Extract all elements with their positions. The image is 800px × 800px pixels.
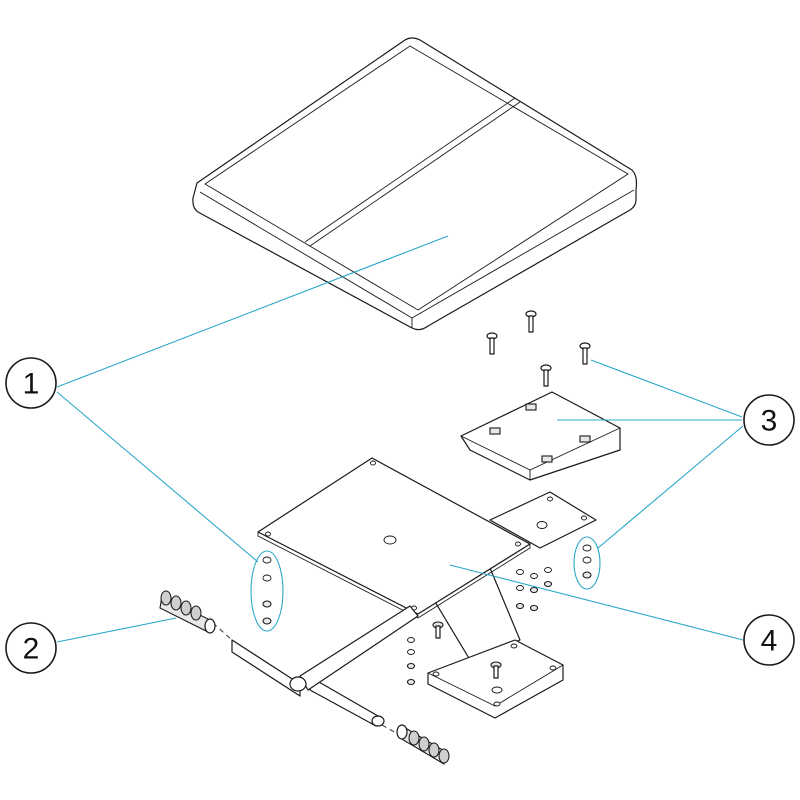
hardware-group-right-highlight: [573, 536, 601, 590]
foam-roller-left: [159, 590, 216, 634]
callout-2: 2: [5, 622, 57, 674]
leader-3-bolts: [590, 359, 743, 418]
callout-4: 4: [743, 614, 795, 666]
callout-4-label: 4: [761, 625, 778, 658]
leader-2: [56, 617, 177, 643]
leg-tubes: [212, 605, 419, 739]
callout-1: 1: [5, 357, 57, 409]
hex-bolt: [490, 661, 502, 679]
carriage-bolt: [579, 342, 591, 365]
carriage-bolts: [486, 310, 591, 387]
leader-1-hardware: [56, 391, 259, 563]
callout-3: 3: [743, 394, 795, 446]
carriage-bolt: [540, 364, 552, 387]
foam-roller-right: [396, 724, 450, 765]
callout-3-label: 3: [761, 405, 778, 438]
hardware-group-left-highlight: [250, 550, 284, 632]
leader-1-cushion: [56, 235, 449, 388]
hardware-right: [582, 544, 592, 579]
carriage-bolt: [525, 310, 537, 333]
hardware-left: [262, 556, 272, 625]
carriage-bolt: [486, 332, 498, 355]
callout-1-label: 1: [23, 368, 40, 401]
mounting-bracket: [460, 391, 621, 481]
leader-lines: [56, 235, 744, 643]
seat-frame: [257, 457, 597, 719]
hex-bolt: [432, 621, 444, 639]
hardware-center: [406, 567, 553, 686]
seat-cushion: [192, 37, 638, 331]
callout-2-label: 2: [23, 633, 40, 666]
leader-4: [449, 564, 744, 641]
leader-3-hardware: [597, 425, 744, 549]
